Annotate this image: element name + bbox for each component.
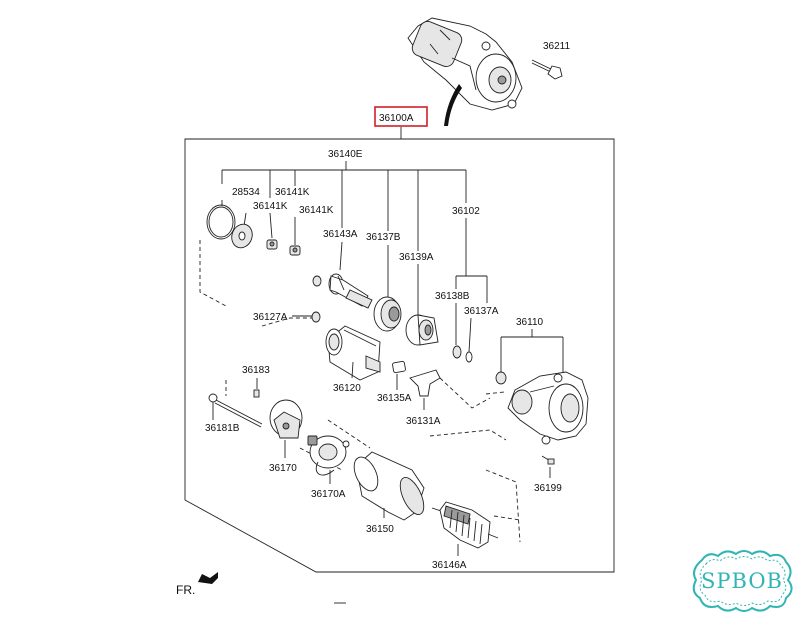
label-36140E: 36140E bbox=[328, 149, 363, 160]
solenoid-36120-image bbox=[325, 325, 381, 381]
o-ring-28534-image bbox=[206, 204, 236, 240]
label-36170A: 36170A bbox=[311, 489, 346, 500]
screw-36183-image bbox=[253, 389, 260, 398]
label-36110: 36110 bbox=[516, 317, 544, 328]
label-36141K-c: 36141K bbox=[299, 205, 334, 216]
watermark-text: SPBOB bbox=[701, 569, 783, 593]
screw-36199-image bbox=[541, 455, 555, 465]
label-36139A: 36139A bbox=[399, 252, 434, 263]
label-36141K-b: 36141K bbox=[253, 201, 288, 212]
nut-36127A-image bbox=[311, 311, 321, 323]
starter-assembly-image bbox=[407, 17, 523, 111]
watermark-badge: SPBOB bbox=[692, 550, 793, 612]
label-36181B: 36181B bbox=[205, 423, 240, 434]
front-housing-36110-image bbox=[507, 371, 589, 445]
brush-holder-36170A-image bbox=[307, 435, 350, 476]
label-36102: 36102 bbox=[452, 206, 480, 217]
exploded-view-frame bbox=[184, 138, 615, 573]
lever-36131A-image bbox=[409, 369, 441, 397]
label-36170: 36170 bbox=[269, 463, 297, 474]
bushing-36138B-image bbox=[452, 345, 462, 359]
label-36150: 36150 bbox=[366, 524, 394, 535]
yoke-36150-image bbox=[353, 451, 425, 521]
label-36211: 36211 bbox=[543, 41, 571, 52]
label-36183: 36183 bbox=[242, 365, 270, 376]
label-36137A: 36137A bbox=[464, 306, 499, 317]
long-bolt-36181B-image bbox=[208, 393, 263, 428]
gear-36137B-image bbox=[373, 296, 402, 332]
nut-36141K-b-image bbox=[289, 245, 301, 256]
shaft-36143A-image bbox=[312, 273, 373, 309]
bolt-36211-image bbox=[531, 59, 563, 80]
label-36141K-a: 36141K bbox=[275, 187, 310, 198]
assembly-pointer-arrow bbox=[444, 84, 462, 126]
label-36100A: 36100A bbox=[379, 113, 414, 124]
label-28534: 28534 bbox=[232, 187, 260, 198]
label-36143A: 36143A bbox=[323, 229, 358, 240]
armature-36146A-image bbox=[431, 501, 499, 549]
front-arrow-icon bbox=[198, 572, 218, 584]
label-36199: 36199 bbox=[534, 483, 562, 494]
label-36127A: 36127A bbox=[253, 312, 288, 323]
label-36131A: 36131A bbox=[406, 416, 441, 427]
end-plate-36170-image bbox=[269, 399, 303, 439]
label-36120: 36120 bbox=[333, 383, 361, 394]
bushing-36110-image bbox=[495, 371, 507, 385]
label-36135A: 36135A bbox=[377, 393, 412, 404]
label-36138B: 36138B bbox=[435, 291, 470, 302]
clutch-36139A-image bbox=[405, 314, 439, 346]
ring-36137A-image bbox=[465, 351, 473, 363]
nut-36141K-a-image bbox=[266, 239, 278, 250]
label-36146A: 36146A bbox=[432, 560, 467, 571]
washer-36141K-image bbox=[231, 223, 253, 249]
front-direction-label: FR. bbox=[176, 583, 195, 597]
highlight-box-36100A bbox=[374, 106, 428, 127]
plunger-36135A-image bbox=[392, 360, 406, 374]
label-36137B: 36137B bbox=[366, 232, 401, 243]
